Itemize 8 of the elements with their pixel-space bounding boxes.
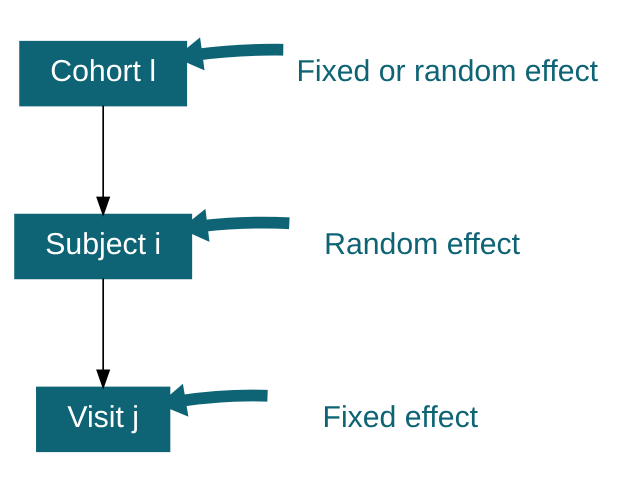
node-box: Visit j — [36, 386, 170, 452]
node-text: Random effect — [324, 227, 520, 260]
node-box: Cohort l — [19, 40, 188, 106]
node-text: Fixed or random effect — [296, 54, 598, 88]
arrow — [96, 105, 110, 216]
node-text: Fixed effect — [322, 400, 478, 434]
node-box: Subject i — [14, 213, 192, 279]
arrow — [96, 278, 110, 390]
